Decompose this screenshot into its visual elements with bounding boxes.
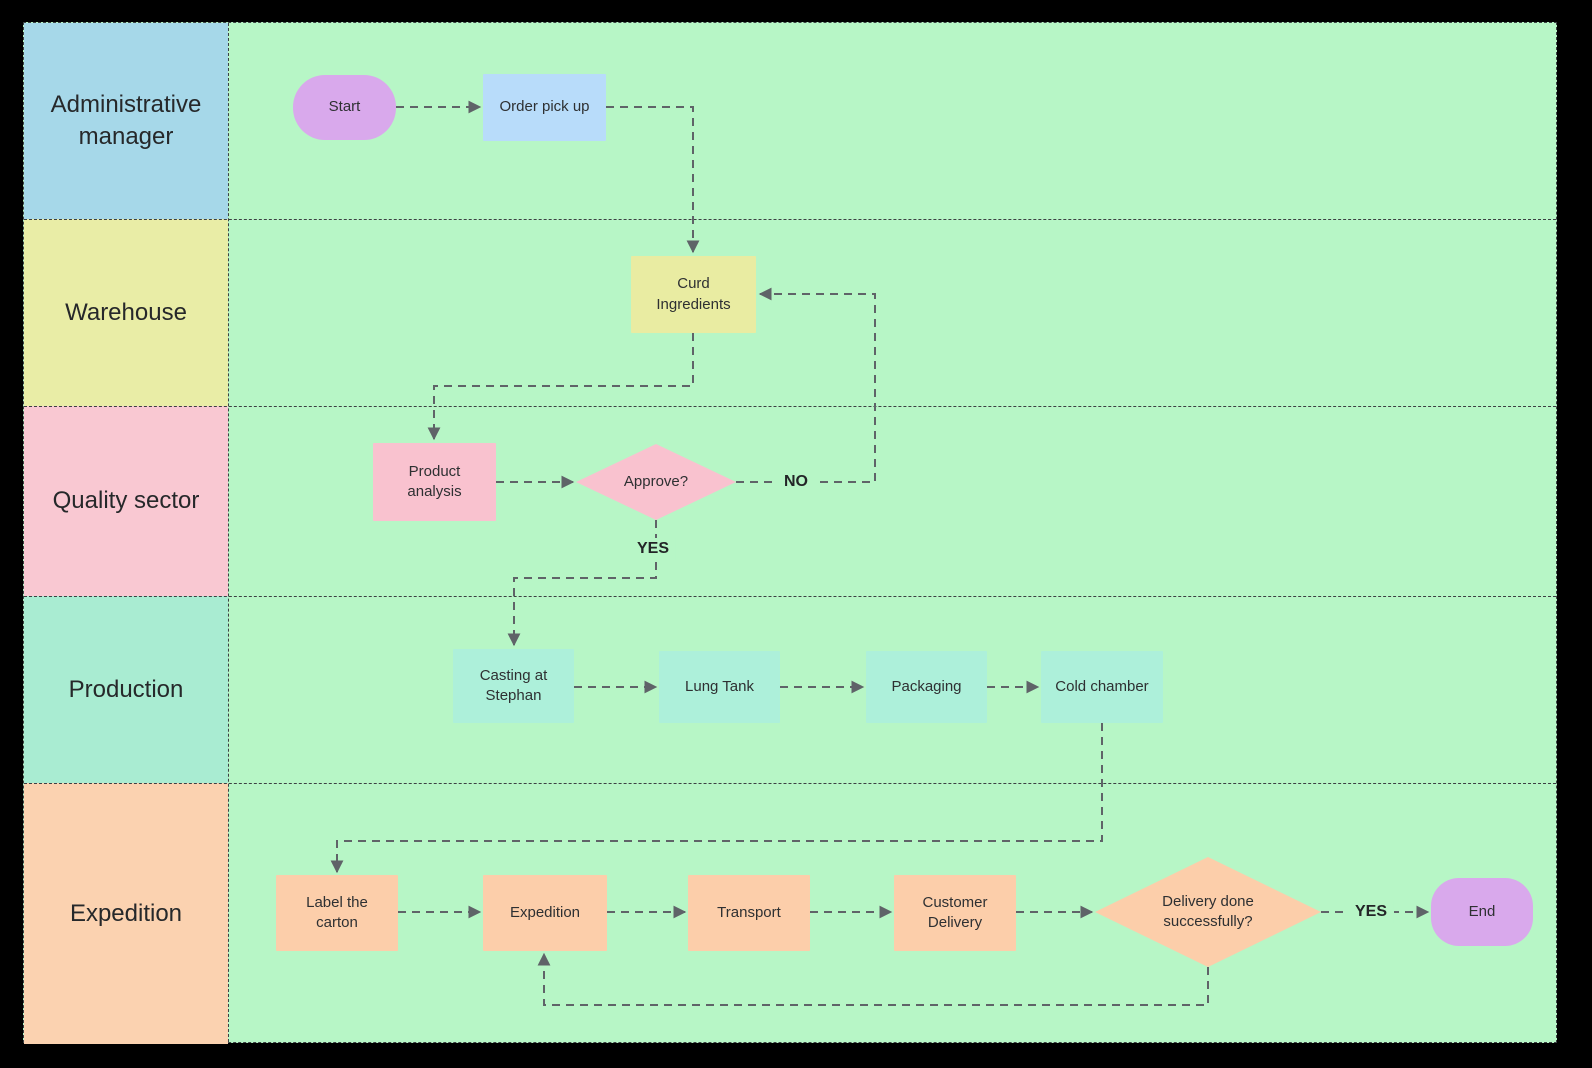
edge-label-yes-approve: YES xyxy=(629,538,677,560)
lane-label-expedition: Expedition xyxy=(24,783,228,1044)
edge-label-yes-delivery: YES xyxy=(1347,901,1395,923)
node-start: Start xyxy=(293,75,396,140)
swimlane-frame: Administrative manager Warehouse Quality… xyxy=(23,22,1557,1044)
lane-label-column-separator xyxy=(228,23,229,1042)
node-delivery-done-label: Delivery done successfully? xyxy=(1162,892,1254,930)
node-product-analysis-label: Product analysis xyxy=(407,462,462,500)
lane-separator xyxy=(24,783,1556,784)
node-order-pick-up-label: Order pick up xyxy=(499,98,590,116)
node-casting-at-stephan-label: Casting at Stephan xyxy=(479,666,548,704)
lane-separator xyxy=(24,219,1556,220)
node-delivery-done: Delivery done successfully? xyxy=(1095,857,1321,967)
edge-cold-chamber-label-the-carton xyxy=(330,723,1103,874)
node-order-pick-up: Order pick up xyxy=(483,74,606,141)
node-transport: Transport xyxy=(688,875,810,951)
node-casting-at-stephan: Casting at Stephan xyxy=(453,649,574,723)
node-packaging: Packaging xyxy=(866,651,987,723)
node-end: End xyxy=(1431,878,1533,946)
node-cold-chamber-label: Cold chamber xyxy=(1055,677,1149,695)
node-cold-chamber: Cold chamber xyxy=(1041,651,1163,723)
edge-delivery-done-retry-expedition xyxy=(537,952,1209,1006)
edge-approve-no-curd-ingredients xyxy=(736,287,876,483)
edge-curd-ingredients-product-analysis xyxy=(427,333,694,441)
node-lung-tank-label: Lung Tank xyxy=(685,677,754,695)
lane-label-administrative-manager: Administrative manager xyxy=(24,23,228,219)
node-transport-label: Transport xyxy=(717,903,781,921)
node-start-label: Start xyxy=(328,98,361,116)
node-expedition-label: Expedition xyxy=(509,903,581,921)
node-packaging-label: Packaging xyxy=(891,677,962,695)
node-end-label: End xyxy=(1468,902,1496,920)
lane-label-warehouse: Warehouse xyxy=(24,219,228,406)
lane-label-quality-sector: Quality sector xyxy=(24,406,228,596)
node-label-the-carton: Label the carton xyxy=(276,875,398,951)
node-product-analysis: Product analysis xyxy=(373,443,496,521)
node-label-the-carton-label: Label the carton xyxy=(306,893,368,931)
node-customer-delivery: Customer Delivery xyxy=(894,875,1016,951)
edge-label-no: NO xyxy=(777,471,815,493)
node-lung-tank: Lung Tank xyxy=(659,651,780,723)
node-curd-ingredients-label: Curd Ingredients xyxy=(656,275,731,313)
edge-order-pick-up-curd-ingredients xyxy=(606,106,700,254)
lane-separator xyxy=(24,406,1556,407)
node-approve-label: Approve? xyxy=(623,472,689,490)
lane-label-production: Production xyxy=(24,596,228,783)
node-curd-ingredients: Curd Ingredients xyxy=(631,256,756,333)
lane-separator xyxy=(24,596,1556,597)
node-expedition: Expedition xyxy=(483,875,607,951)
node-customer-delivery-label: Customer Delivery xyxy=(922,893,988,931)
node-approve: Approve? xyxy=(576,444,736,520)
